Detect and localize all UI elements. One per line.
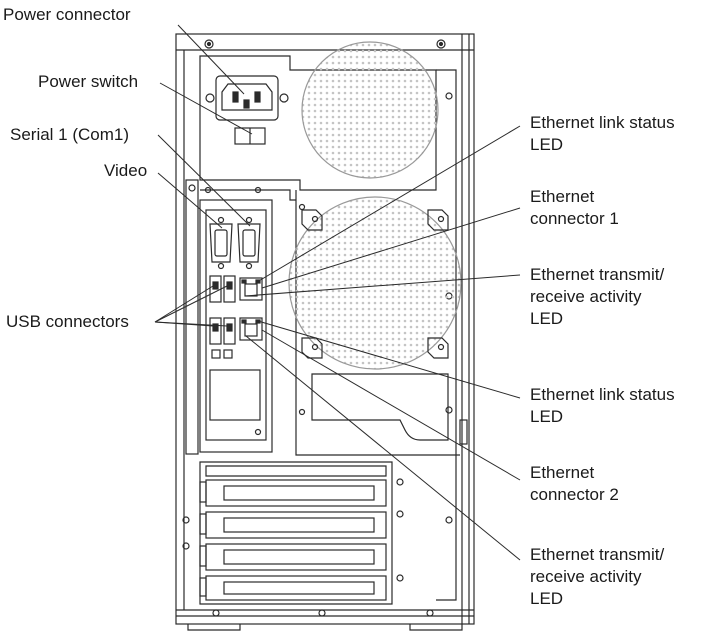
power-switch-icon <box>234 127 266 145</box>
screw-icon <box>204 39 446 49</box>
ethernet-port-icon <box>239 277 263 341</box>
video-port-icon <box>209 216 233 270</box>
label-ethernet-connector-2: Ethernet connector 2 <box>530 463 619 504</box>
pci-slot-area <box>199 461 393 605</box>
label-ethernet-activity-1: Ethernet transmit/ receive activity LED <box>530 265 665 328</box>
fan-grille-upper <box>301 41 439 179</box>
serial-port-icon <box>237 216 261 270</box>
label-power-connector: Power connector <box>3 5 131 24</box>
label-power-switch: Power switch <box>38 72 139 91</box>
leader-lines <box>154 24 521 561</box>
label-ethernet-connector-1: Ethernet connector 1 <box>530 187 619 228</box>
psu-plate <box>199 55 437 191</box>
label-ethernet-activity-2: Ethernet transmit/ receive activity LED <box>530 545 665 608</box>
fan-grille-lower <box>288 196 462 370</box>
label-ethernet-link-status-2: Ethernet link status LED <box>530 385 675 426</box>
label-video: Video <box>104 161 148 180</box>
pci-slot-cover <box>205 479 387 601</box>
label-usb-connectors: USB connectors <box>6 312 129 331</box>
label-ethernet-link-status-1: Ethernet link status LED <box>530 113 675 154</box>
usb-port-icon <box>209 275 236 345</box>
chassis-outline <box>175 33 475 625</box>
power-connector-icon <box>205 75 289 121</box>
handle-recess <box>311 373 449 441</box>
io-panel <box>199 199 273 453</box>
label-serial: Serial 1 (Com1) <box>10 125 130 144</box>
